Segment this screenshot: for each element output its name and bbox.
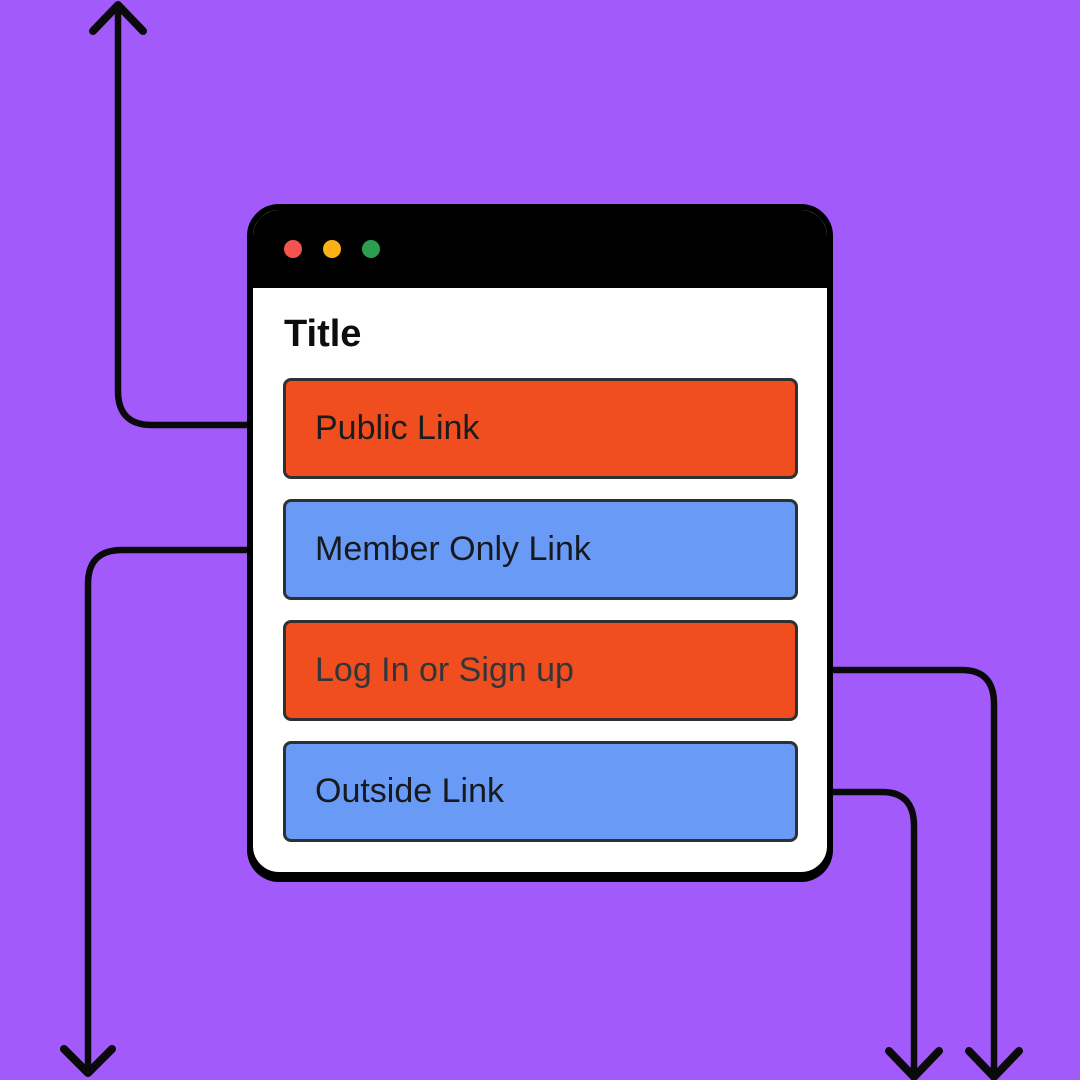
arrow-bottom-left-line <box>84 546 254 1070</box>
traffic-light-zoom-button[interactable] <box>362 240 380 258</box>
arrow-down-icon <box>965 1047 1023 1080</box>
traffic-light-minimize-button[interactable] <box>323 240 341 258</box>
arrow-right-outer-line <box>826 666 998 1076</box>
log-in-or-sign-up-button[interactable]: Log In or Sign up <box>283 620 798 721</box>
arrow-up-icon <box>89 1 147 35</box>
button-label: Log In or Sign up <box>315 651 574 689</box>
page-title: Title <box>284 313 362 355</box>
arrow-right-inner-line <box>826 788 918 1076</box>
arrow-down-icon <box>885 1047 943 1080</box>
member-only-link-button[interactable]: Member Only Link <box>283 499 798 600</box>
arrow-down-icon <box>60 1045 116 1077</box>
public-link-button[interactable]: Public Link <box>283 378 798 479</box>
outside-link-button[interactable]: Outside Link <box>283 741 798 842</box>
window-titlebar <box>253 210 827 288</box>
button-label: Outside Link <box>315 772 504 810</box>
arrow-top-left-line <box>114 5 254 429</box>
browser-window: Title Public Link Member Only Link Log I… <box>247 204 833 878</box>
button-label: Public Link <box>315 409 480 447</box>
button-label: Member Only Link <box>315 530 591 568</box>
traffic-light-close-button[interactable] <box>284 240 302 258</box>
